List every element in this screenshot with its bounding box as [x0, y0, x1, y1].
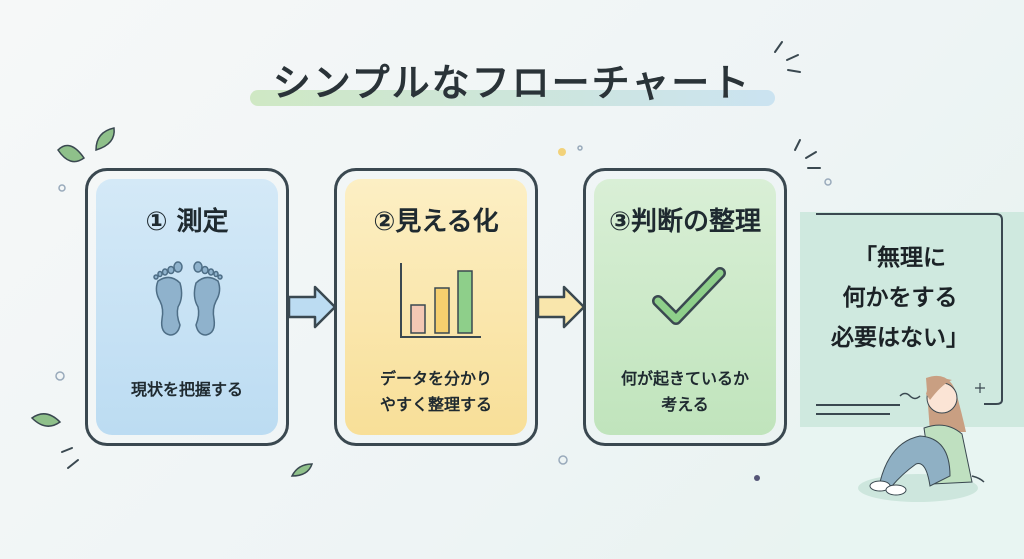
- step-card-visualize: ②見える化 データを分かり やすく整理する: [334, 168, 538, 446]
- quote-line: 必要はない」: [831, 325, 969, 351]
- quote-frame: [816, 213, 1003, 502]
- step-heading: ① 測定: [145, 207, 229, 237]
- description-line: データを分かり: [379, 369, 492, 388]
- step-description: データを分かり やすく整理する: [337, 366, 535, 418]
- woman-illustration: [858, 375, 985, 502]
- step-card-judgment: ③判断の整理 何が起きているか 考える: [583, 168, 787, 446]
- step-card-measure: ① 測定 現状を把握する: [85, 168, 289, 446]
- quote-line: 何かをする: [842, 285, 958, 311]
- page-title: シンプルなフローチャート: [272, 61, 752, 105]
- description-line: やすく整理する: [379, 395, 492, 414]
- leaf-icon: [30, 127, 314, 477]
- bar-chart-icon: [400, 263, 481, 338]
- description-line: 考える: [661, 395, 709, 414]
- checkmark-icon: [652, 267, 726, 325]
- sparkle-icon: [975, 383, 985, 393]
- dots: [55, 145, 832, 481]
- step-heading: ②見える化: [373, 207, 499, 237]
- title-highlight: [250, 90, 775, 106]
- quote-text: 「無理に 何かをする 必要はない」: [800, 238, 1000, 358]
- quote-panel: [800, 212, 1024, 427]
- arrow-right-icon: [287, 285, 337, 329]
- step-description: 何が起きているか 考える: [586, 366, 784, 418]
- quote-line: 「無理に: [854, 245, 946, 271]
- footprints-icon: [153, 261, 223, 336]
- step-heading: ③判断の整理: [608, 207, 761, 237]
- step-description: 現状を把握する: [130, 380, 243, 399]
- arrow-right-icon: [536, 285, 586, 329]
- description-line: 何が起きているか: [620, 369, 749, 388]
